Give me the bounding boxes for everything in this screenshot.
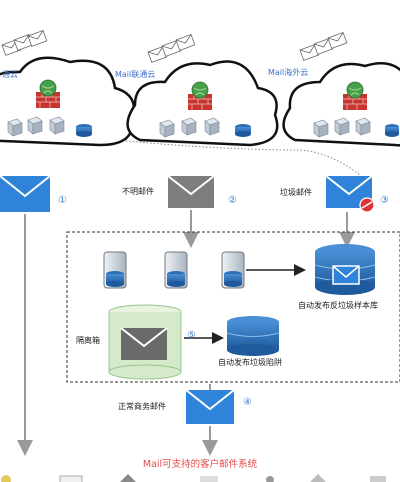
envelope-normal-icon (185, 389, 235, 424)
cloud-middle (126, 60, 279, 147)
cloud-middle-label: Mail联通云 (115, 70, 156, 79)
cloud-right-label: Mail海外云 (268, 68, 309, 77)
cloud-left-partial-label: 通云 (2, 70, 18, 79)
step-1: ① (58, 195, 67, 206)
quarantine-icon (108, 304, 182, 380)
envelope-1-icon (0, 175, 51, 212)
spam-sample-database-icon (314, 244, 376, 295)
envelope-unknown-icon (167, 175, 215, 208)
spam-trap-database-icon (226, 316, 280, 356)
step-4: ④ (243, 397, 252, 408)
envelope-spam-icon (325, 175, 375, 213)
spam-mail-label: 垃圾邮件 (280, 188, 312, 197)
footer-caption: Mail可支持的客户邮件系统 (142, 459, 258, 470)
step-5: ⑤ (187, 330, 196, 341)
client-system-icons (1, 474, 386, 482)
step-2: ② (228, 195, 237, 206)
dotted-path (69, 134, 361, 176)
unknown-mail-label: 不明邮件 (122, 187, 154, 196)
quarantine-label: 隔离箱 (76, 336, 100, 345)
auto-publish-sample-label: 自动发布反垃圾样本库 (298, 301, 378, 310)
auto-publish-trap-label: 自动发布垃圾陷阱 (218, 358, 282, 367)
server-group (103, 251, 306, 289)
processing-box (66, 231, 400, 383)
normal-mail-label: 正常商务邮件 (118, 402, 166, 411)
cloud-right (282, 62, 400, 147)
cloud-left (0, 56, 136, 147)
step-3: ③ (380, 195, 389, 206)
